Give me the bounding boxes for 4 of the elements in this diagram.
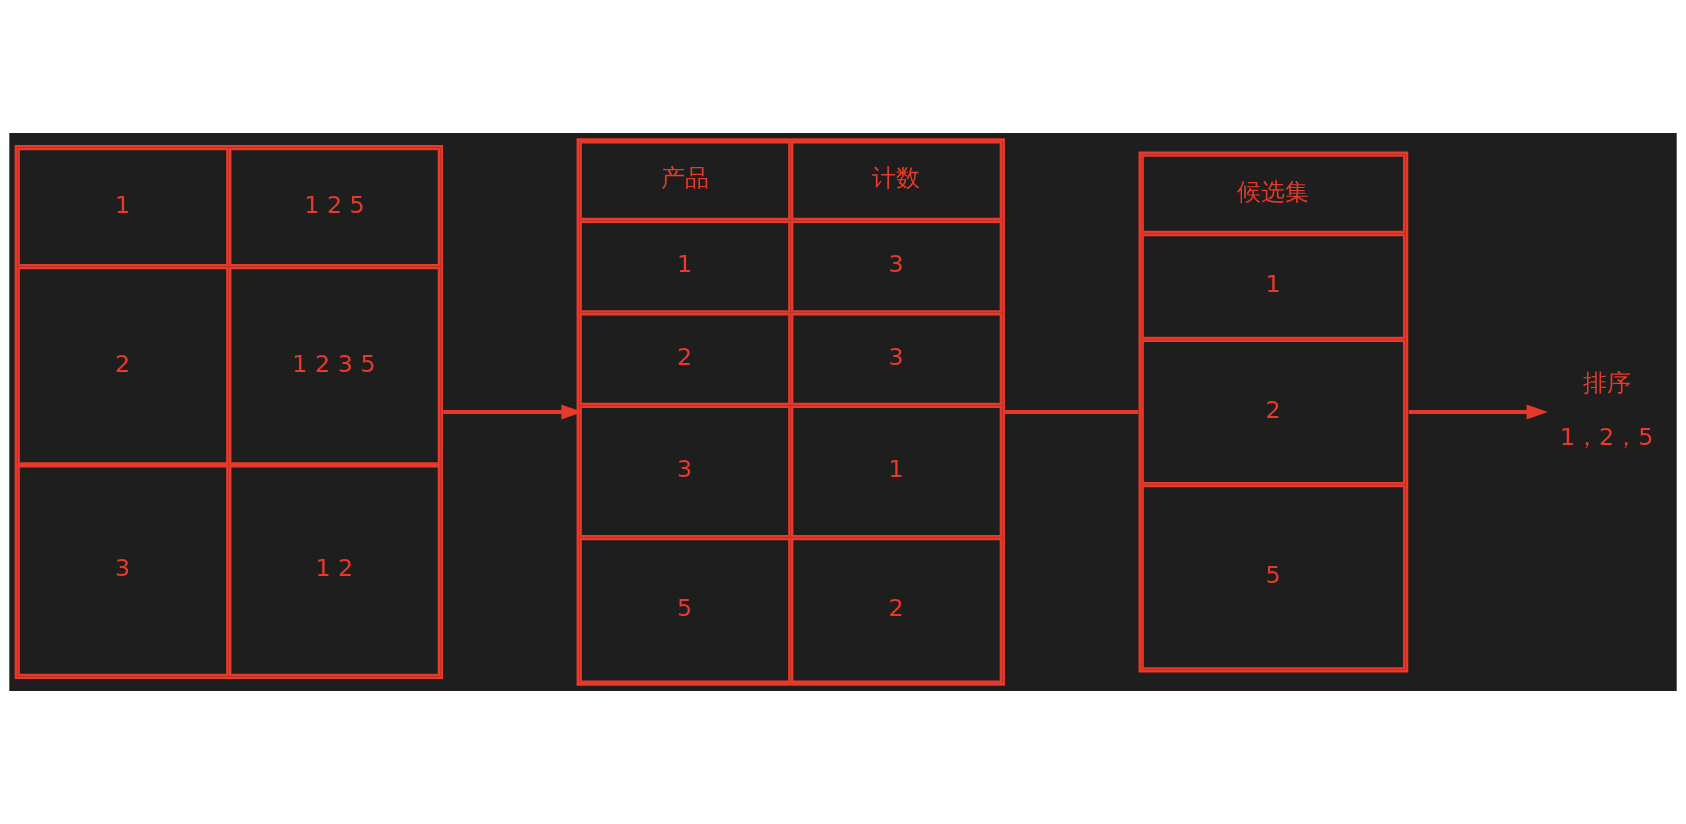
node-text: 排序 1，2，5 bbox=[1559, 368, 1654, 451]
arrow bbox=[443, 404, 583, 420]
arrow bbox=[1408, 404, 1548, 420]
connector bbox=[1005, 410, 1139, 414]
